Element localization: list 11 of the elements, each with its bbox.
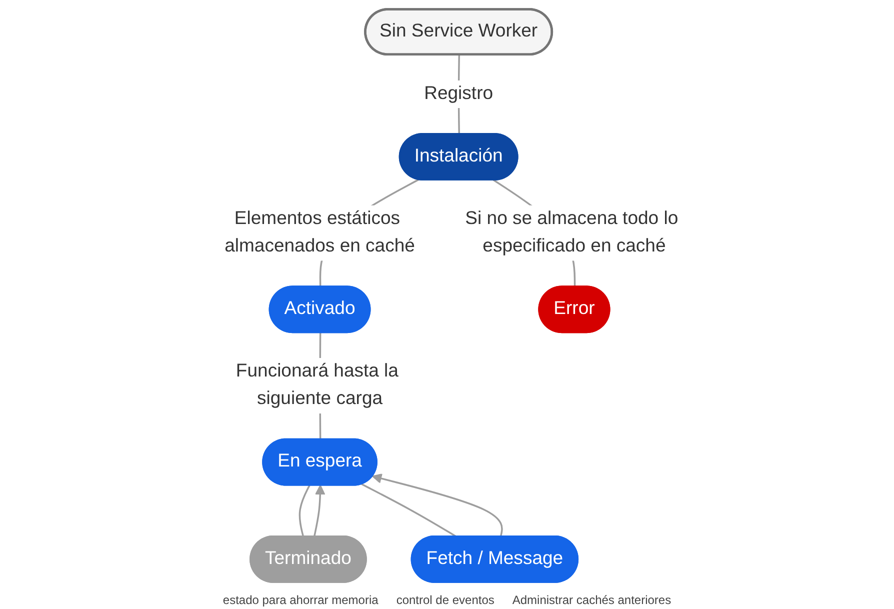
note-text: Administrar cachés anteriores [512, 593, 672, 607]
edge-label: Funcionará hasta la siguiente carga [236, 361, 398, 409]
arrow [372, 474, 503, 538]
edge-label: Registro [424, 84, 494, 104]
node-caption: control de eventos [396, 593, 494, 607]
edge-label: Si no se almacena todo lo especificado en caché [465, 208, 678, 256]
connector [361, 483, 458, 538]
arrow [313, 484, 326, 538]
node-caption: estado para ahorrar memoria [222, 593, 378, 607]
connector [298, 484, 310, 538]
edge-label: Elementos estáticos almacenados en caché [224, 208, 415, 256]
